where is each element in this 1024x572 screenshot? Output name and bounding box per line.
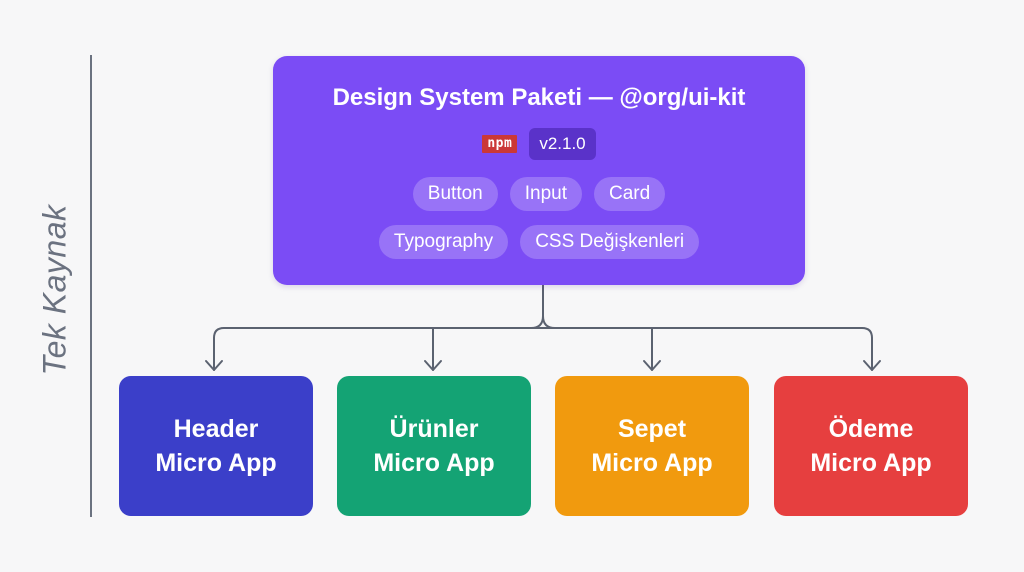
arrow-head-odeme <box>863 360 881 371</box>
package-meta: npm v2.1.0 <box>273 128 805 160</box>
chip-input: Input <box>509 177 582 211</box>
micro-app-urunler: Ürünler Micro App <box>337 376 531 516</box>
micro-app-suffix: Micro App <box>373 449 495 477</box>
micro-app-suffix: Micro App <box>155 449 277 477</box>
trunk-line <box>530 284 544 329</box>
chip-css-variables: CSS Değişkenleri <box>520 225 700 259</box>
version-badge: v2.1.0 <box>529 128 596 160</box>
component-chips-row-2: Typography CSS Değişkenleri <box>273 225 805 259</box>
micro-app-sepet: Sepet Micro App <box>555 376 749 516</box>
micro-app-name: Header <box>173 415 259 443</box>
bus-left-corner <box>213 327 225 339</box>
chip-typography: Typography <box>378 225 509 259</box>
arrow-head-header <box>205 360 223 371</box>
micro-app-odeme: Ödeme Micro App <box>774 376 968 516</box>
npm-logo-icon: npm <box>482 135 518 153</box>
micro-app-suffix: Micro App <box>591 449 713 477</box>
micro-app-name: Sepet <box>617 415 687 443</box>
micro-app-suffix: Micro App <box>810 449 932 477</box>
package-title: Design System Paketi — @org/ui-kit <box>332 84 746 111</box>
chip-card: Card <box>594 177 666 211</box>
micro-app-name: Ödeme <box>828 415 914 443</box>
micro-app-header: Header Micro App <box>119 376 313 516</box>
micro-app-name: Ürünler <box>389 415 479 443</box>
arrow-head-urunler <box>424 360 442 371</box>
arrow-head-sepet <box>643 360 661 371</box>
bus-right-corner <box>861 327 873 339</box>
trunk-line-right <box>542 315 556 329</box>
design-system-package-card: Design System Paketi — @org/ui-kit npm v… <box>273 56 805 285</box>
side-label: Tek Kaynak <box>36 204 73 376</box>
chip-button: Button <box>412 177 498 211</box>
side-rule <box>90 55 92 517</box>
component-chips-row-1: Button Input Card <box>273 177 805 211</box>
